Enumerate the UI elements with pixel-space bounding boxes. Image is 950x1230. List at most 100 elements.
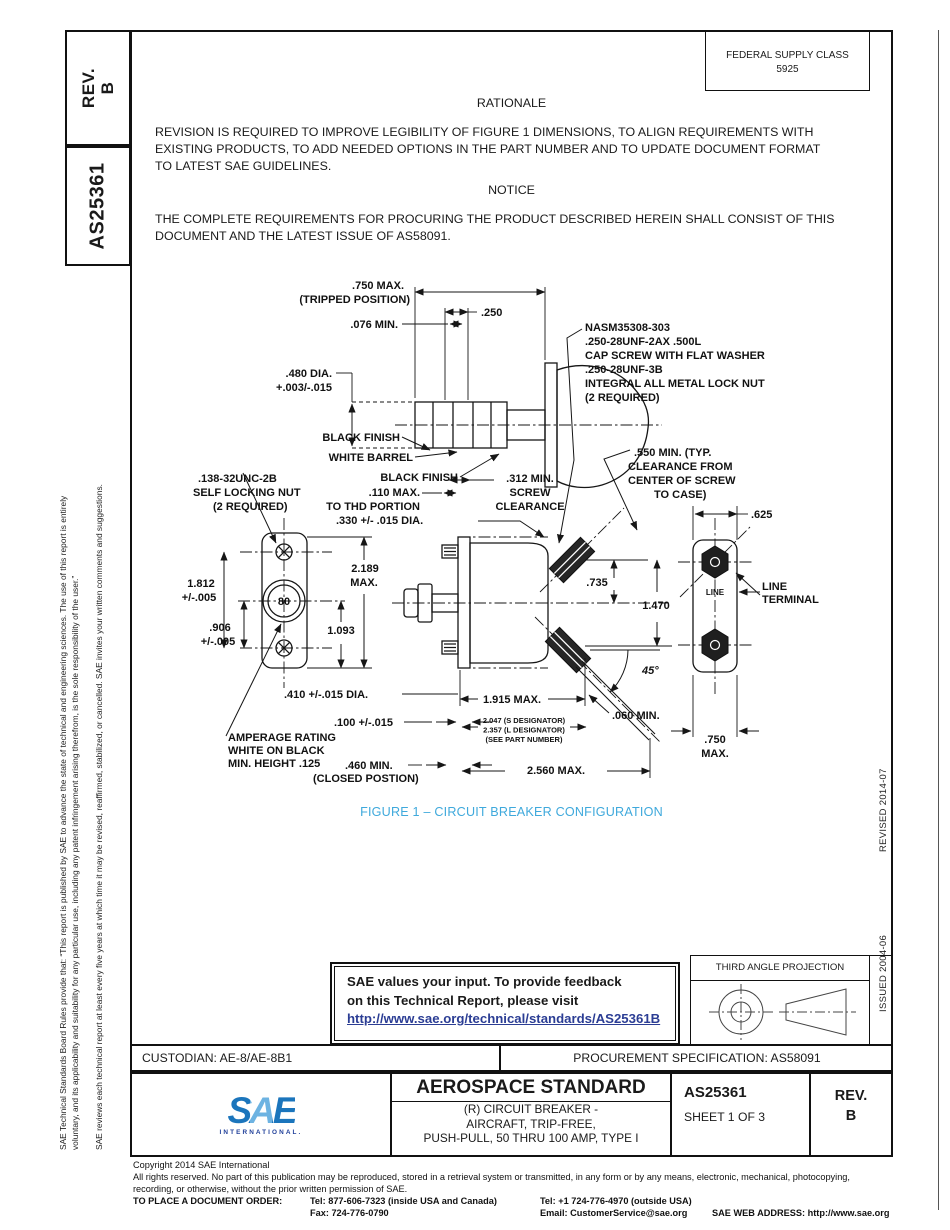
dim-label-screwclr2: SCREW [510,487,552,499]
terminal-studs [544,536,729,741]
dim-label-white_barrel: WHITE BARREL [329,452,414,464]
dim-label-thd1: .110 MAX. [369,487,420,499]
dim-label-d460: .460 MIN. [345,760,393,772]
dim-label-d906t: +/-.005 [201,636,236,648]
revision-label: REV. [834,1088,868,1104]
dim-label-nasm3: CAP SCREW WITH FLAT WASHER [585,350,765,362]
doc-number-vertical: AS25361 [86,162,109,250]
revision-value: B [845,1108,857,1124]
dim-label-d460t: (CLOSED POSTION) [313,773,419,785]
extension-lines [307,287,748,778]
title-line2: AIRCRAFT, TRIP-FREE, [466,1116,596,1131]
title-cell: AEROSPACE STANDARD (R) CIRCUIT BREAKER -… [390,1074,670,1155]
dim-label-clr550_2: CLEARANCE FROM [628,461,733,473]
fsc-label: FEDERAL SUPPLY CLASS [726,50,849,61]
sheet-right-edge [938,30,939,1210]
dim-label-desig1: 2.047 (S DESIGNATOR) [483,716,566,725]
dim-label-clr550_3: CENTER OF SCREW [628,475,736,487]
dim-label-d750f2: MAX. [701,748,729,760]
procurement-cell: PROCUREMENT SPECIFICATION: AS58091 [573,1051,821,1065]
dim-label-screwclr3: CLEARANCE [495,501,564,513]
dim-label-d1470: 1.470 [642,600,670,612]
tel-inside: Tel: 877-606-7323 (inside USA and Canada… [310,1196,497,1206]
disclaimer-review-policy: SAE reviews each technical report at lea… [94,484,104,1150]
dim-label-locknut2: SELF LOCKING NUT [193,487,301,499]
disclaimer-board-rules: SAE Technical Standards Board Rules prov… [58,495,80,1150]
doc-number-box: AS25361 [65,146,131,266]
custodian-cell: CUSTODIAN: AE-8/AE-8B1 [130,1046,501,1070]
dim-label-d750f1: .750 [704,734,725,746]
dim-label-d1915: 1.915 MAX. [483,694,541,706]
federal-supply-class-box: FEDERAL SUPPLY CLASS 5925 [705,30,870,91]
tel-outside: Tel: +1 724-776-4970 (outside USA) [540,1196,692,1206]
sae-logo-text: SAE [227,1089,297,1131]
dim-label-nasm5: INTEGRAL ALL METAL LOCK NUT [585,378,765,390]
projection-title: THIRD ANGLE PROJECTION [691,956,869,981]
dim-label-term2: TERMINAL [762,594,819,606]
standard-type: AEROSPACE STANDARD [392,1074,670,1102]
rationale-title: RATIONALE [476,96,547,110]
dim-label-d100: .100 +/-.015 [334,717,393,729]
sae-logo: SAE INTERNATIONAL. [132,1074,390,1155]
dim-label-amp80: 80 [278,596,290,608]
dim-label-desig2: 2.357 (L DESIGNATOR) [483,726,565,735]
dim-label-d2560: 2.560 MAX. [527,765,585,777]
title-block: SAE INTERNATIONAL. AEROSPACE STANDARD (R… [130,1072,893,1157]
email-address: Email: CustomerService@sae.org [540,1208,688,1218]
dim-label-nasm1: NASM35308-303 [585,322,670,334]
dim-label-d625: .625 [751,509,772,521]
dimension-labels: .750 MAX.(TRIPPED POSITION).250.076 MIN.… [182,280,819,785]
dim-label-term1: LINE [762,581,787,593]
rev-label: REV. [79,67,98,109]
dim-label-d076: .076 MIN. [350,319,398,331]
order-label: TO PLACE A DOCUMENT ORDER: [133,1196,283,1206]
third-angle-projection-symbol [709,984,856,1040]
dim-label-clr550_4: TO CASE) [654,489,707,501]
dim-label-locknut3: (2 REQUIRED) [213,501,288,513]
rights-line1: All rights reserved. No part of this pub… [133,1172,850,1182]
dim-label-dia330: .330 +/- .015 DIA. [336,515,423,527]
notice-title: NOTICE [488,183,535,197]
copyright-line: Copyright 2014 SAE International [133,1160,270,1170]
title-line3: PUSH-PULL, 50 THRU 100 AMP, TYPE I [423,1131,639,1145]
rev-box: REV. B [65,30,131,146]
dim-label-d1812: 1.812 [187,578,215,590]
dim-label-nasm6: (2 REQUIRED) [585,392,660,404]
feedback-line1: SAE values your input. To provide feedba… [347,974,622,989]
dim-label-dia410: .410 +/-.015 DIA. [284,689,368,701]
dim-label-clr550_1: .550 MIN. (TYP. [634,447,711,459]
document-number: AS25361 [684,1084,747,1101]
title-line1: (R) CIRCUIT BREAKER - [463,1102,599,1116]
fsc-code: 5925 [776,64,799,75]
left-margin-disclaimers: SAE Technical Standards Board Rules prov… [58,288,106,1150]
figure-caption: FIGURE 1 – CIRCUIT BREAKER CONFIGURATION [360,805,663,819]
web-address: SAE WEB ADDRESS: http://www.sae.org [712,1208,890,1218]
dim-label-desig3: (SEE PART NUMBER) [486,735,563,744]
revision-cell: REV. B [809,1074,891,1155]
info-row: CUSTODIAN: AE-8/AE-8B1 PROCUREMENT SPECI… [130,1044,893,1072]
dim-label-locknut1: .138-32UNC-2B [198,473,277,485]
dim-label-d1812t: +/-.005 [182,592,217,604]
dimension-lines [220,288,761,775]
sae-logo-subtext: INTERNATIONAL. [219,1128,303,1136]
dim-label-line_mark: LINE [706,588,725,597]
feedback-link[interactable]: http://www.sae.org/technical/standards/A… [347,1011,661,1026]
revision-column-ticks [870,955,893,1046]
dim-label-d735: .735 [586,577,607,589]
dim-label-amp3: MIN. HEIGHT .125 [228,758,320,770]
rev-value: B [98,81,117,95]
dim-label-tripped_pos: (TRIPPED POSITION) [299,294,410,306]
dim-label-black_finish_2: BLACK FINISH [380,472,458,484]
third-angle-projection-box: THIRD ANGLE PROJECTION [690,955,870,1046]
rationale-text: REVISION IS REQUIRED TO IMPROVE LEGIBILI… [155,125,821,173]
figure-1-drawing: .750 MAX.(TRIPPED POSITION).250.076 MIN.… [182,280,819,785]
dim-label-screwclr1: .312 MIN. [506,473,554,485]
feedback-box: SAE values your input. To provide feedba… [330,962,680,1045]
feedback-line2: on this Technical Report, please visit [347,992,579,1008]
dim-label-d906: .906 [209,622,230,634]
dim-label-amp1: AMPERAGE RATING [228,732,336,744]
dim-label-dia480_1: .480 DIA. [286,368,332,380]
centerlines [238,424,752,743]
dim-label-amp2: WHITE ON BLACK [228,745,325,757]
